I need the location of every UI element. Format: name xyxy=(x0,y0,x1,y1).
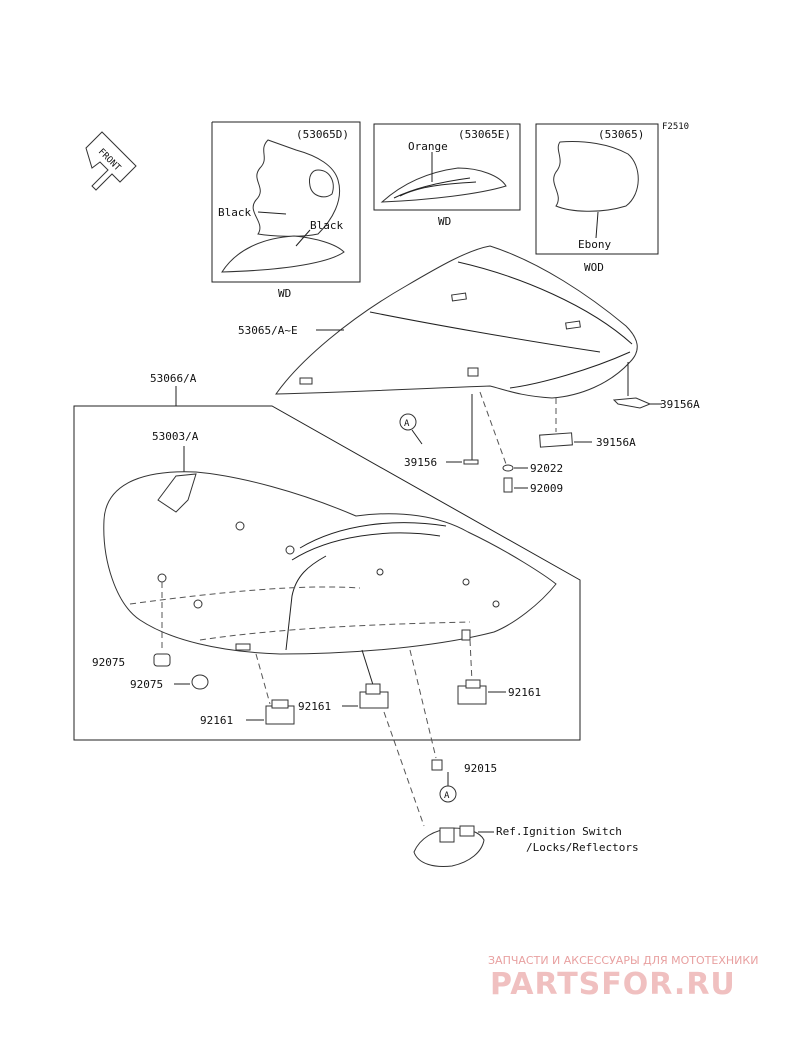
cushion-right: 92161 xyxy=(457,639,541,705)
front-arrow-icon: FRONT xyxy=(85,131,137,191)
ref-marker-letter: A xyxy=(404,419,410,429)
part-label-cushion-right: 92161 xyxy=(508,686,541,699)
variant-box-53065d: (53065D) Black Black WD xyxy=(211,121,361,300)
watermark-brand: PARTSFOR.RU xyxy=(490,967,736,1002)
seat-cover: 53065/A~E xyxy=(238,245,638,399)
lock-assembly: Ref.Ignition Switch /Locks/Reflectors xyxy=(383,711,639,867)
seat-assy-frame: 53066/A xyxy=(73,372,581,741)
watermark: ЗАПЧАСТИ И АКСЕССУАРЫ ДЛЯ МОТОТЕХНИКИ PA… xyxy=(488,954,758,1002)
washer: 92022 xyxy=(479,391,563,475)
stay: 39156 xyxy=(404,394,479,469)
ref-marker-lower: A xyxy=(439,772,457,803)
part-label-seat-pan: 53003/A xyxy=(152,430,199,443)
pad-right: 39156A xyxy=(612,362,700,411)
ref-marker-letter: A xyxy=(444,791,450,801)
variant-color: Ebony xyxy=(578,238,611,251)
variant-code: (53065E) xyxy=(458,128,511,141)
variant-box-53065: (53065) Ebony WOD xyxy=(535,123,659,274)
cushion-left: 92161 xyxy=(200,653,295,727)
ref-note: Ref.Ignition Switch xyxy=(496,825,622,838)
ref-marker-upper: A xyxy=(399,413,423,445)
cover-outline xyxy=(553,141,639,212)
variant-box-53065e: (53065E) Orange WD xyxy=(373,123,521,228)
variant-note: WD xyxy=(438,215,451,228)
variant-color: Orange xyxy=(408,140,448,153)
part-label-seat-cover: 53065/A~E xyxy=(238,324,298,337)
figure-code: F2510 xyxy=(662,122,689,132)
variant-color: Black xyxy=(218,206,251,219)
logo-decal xyxy=(309,169,334,198)
cushion-center: 92161 xyxy=(298,649,389,713)
part-label-damper-b: 92075 xyxy=(130,678,163,691)
part-label-washer: 92022 xyxy=(530,462,563,475)
part-label-pad-rear: 39156A xyxy=(596,436,636,449)
variant-code: (53065D) xyxy=(296,128,349,141)
watermark-tagline: ЗАПЧАСТИ И АКСЕССУАРЫ ДЛЯ МОТОТЕХНИКИ xyxy=(488,954,758,967)
part-label-bolt: 92009 xyxy=(530,482,563,495)
part-label-cushion-center: 92161 xyxy=(298,700,331,713)
variant-color: Black xyxy=(310,219,343,232)
part-label-cushion-left: 92161 xyxy=(200,714,233,727)
part-label-damper-a: 92075 xyxy=(92,656,125,669)
part-label-pad-right: 39156A xyxy=(660,398,700,411)
variant-code: (53065) xyxy=(598,128,644,141)
variant-note: WOD xyxy=(584,261,604,274)
part-label-stay: 39156 xyxy=(404,456,437,469)
part-label-seat-assy: 53066/A xyxy=(150,372,197,385)
ref-note: /Locks/Reflectors xyxy=(526,841,639,854)
cover-outline xyxy=(252,139,341,237)
bolt: 92009 xyxy=(503,477,563,495)
variant-note: WD xyxy=(278,287,291,300)
damper-b: 92075 xyxy=(130,674,209,691)
tail-decal xyxy=(221,235,345,273)
pad-rear: 39156A xyxy=(539,398,636,449)
part-label-collar: 92015 xyxy=(464,762,497,775)
seat xyxy=(103,471,557,655)
seat-pan-label: 53003/A xyxy=(152,430,199,476)
damper-a: 92075 xyxy=(92,582,171,669)
collar: 92015 xyxy=(409,649,497,775)
